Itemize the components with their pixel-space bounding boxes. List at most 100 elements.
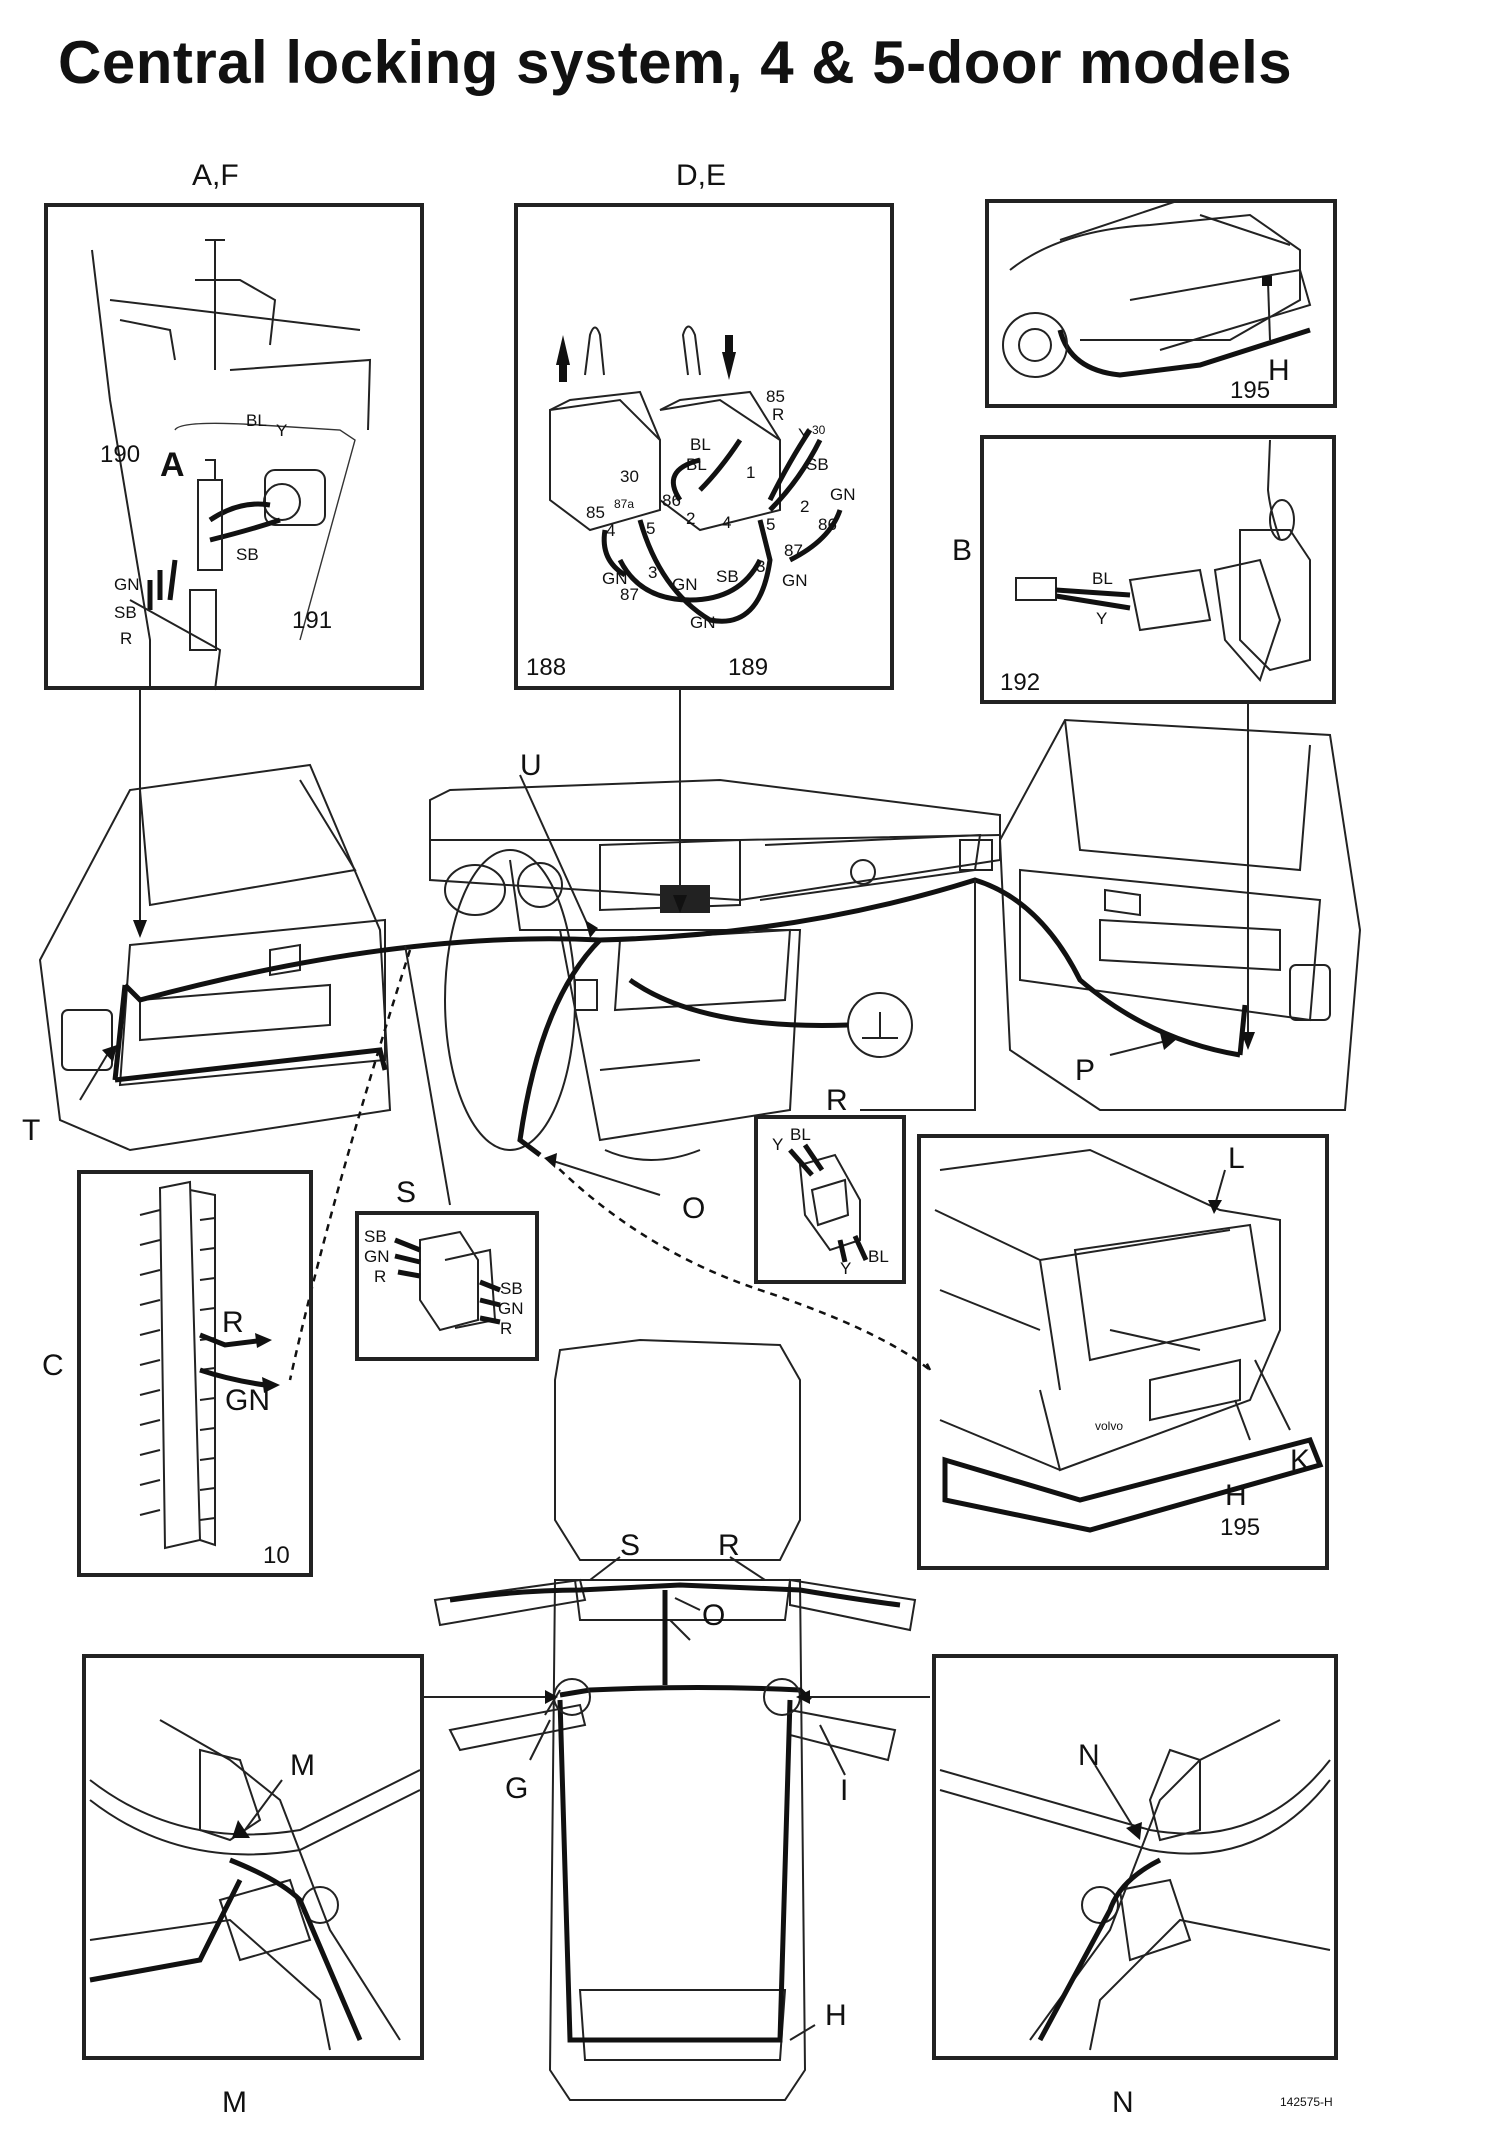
pin-4: 4	[606, 521, 615, 540]
panel-c-wire-gn: GN	[225, 1384, 270, 1417]
panel-m-caption: M	[222, 2086, 247, 2119]
panel-r-wire-bl-bottom: BL	[868, 1247, 889, 1266]
wire-r: R	[772, 405, 784, 424]
wire-gn-c: GN	[782, 571, 808, 590]
wire-bl-right: BL	[690, 435, 711, 454]
pin-85: 85	[586, 503, 605, 522]
callout-i: I	[840, 1774, 848, 1807]
callout-o-top-view: O	[702, 1599, 725, 1632]
panel-wagon-rear: volvo L K H 195	[917, 1134, 1329, 1570]
panel-c-number: 10	[263, 1542, 290, 1569]
panel-s-letter: S	[396, 1176, 416, 1209]
wire-label-bl: BL	[246, 411, 267, 430]
wire-gn-b: GN	[672, 575, 698, 594]
wire-gn-d: GN	[690, 613, 716, 632]
trunk-top-letter: H	[1268, 354, 1290, 387]
wagon-letter-h: H	[1225, 1479, 1247, 1512]
wire-30: 30	[812, 423, 826, 437]
wire-gn-right: GN	[830, 485, 856, 504]
panel-s-left-r: R	[374, 1267, 386, 1286]
panel-m: M	[82, 1654, 424, 2060]
pin-3: 3	[648, 563, 657, 582]
callout-r-top-view: R	[718, 1529, 740, 1562]
pin-5-right: 5	[766, 515, 775, 534]
wagon-letter-k: K	[1290, 1444, 1310, 1477]
dashed-wire-to-wagon	[923, 1359, 932, 1371]
panel-b-wire-y: Y	[1096, 609, 1107, 628]
wire-y: Y	[798, 425, 809, 444]
callout-s-top-view: S	[620, 1529, 640, 1562]
panel-af-letter: A	[160, 446, 185, 484]
panel-s-right-gn: GN	[498, 1299, 524, 1318]
pin-87-right: 87	[784, 541, 803, 560]
panel-c-wire-r: R	[222, 1306, 244, 1339]
wire-label-sb-lower: SB	[114, 603, 137, 622]
panel-r-wire-y-bottom: Y	[840, 1259, 851, 1278]
connector-lines	[79, 688, 1255, 1206]
panel-af-number-right: 191	[292, 607, 332, 634]
wagon-number: 195	[1220, 1514, 1260, 1541]
callout-o: O	[682, 1192, 705, 1225]
panel-trunk-top: 195 H	[985, 199, 1337, 408]
panel-b: 192 BL Y	[980, 435, 1336, 704]
panel-b-wire-bl: BL	[1092, 569, 1113, 588]
panel-s: SB GN R SB GN R	[355, 1211, 539, 1361]
panel-af-number-left: 190	[100, 441, 140, 468]
pin-1: 1	[746, 463, 755, 482]
panel-r-letter: R	[826, 1084, 848, 1117]
trunk-top-number: 195	[1230, 377, 1270, 404]
wire-sb: SB	[806, 455, 829, 474]
panel-n: N	[932, 1654, 1338, 2060]
wire-label-sb: SB	[236, 545, 259, 564]
panel-n-letter: N	[1078, 1739, 1100, 1772]
reference-code: 142575-H	[1280, 2095, 1333, 2109]
pin-30: 30	[620, 467, 639, 486]
panel-r: Y BL Y BL	[754, 1115, 906, 1284]
panel-s-left-gn: GN	[364, 1247, 390, 1266]
pin-87a: 87a	[614, 497, 634, 511]
panel-r-wire-y-top: Y	[772, 1135, 783, 1154]
panel-b-number: 192	[1000, 669, 1040, 696]
panel-b-letter: B	[952, 534, 972, 567]
wire-sb-bottom: SB	[716, 567, 739, 586]
car-top-view	[420, 1338, 930, 2101]
pin-2-right: 2	[800, 497, 809, 516]
panel-de-number-right: 189	[728, 654, 768, 681]
callout-p: P	[1075, 1054, 1095, 1087]
panel-s-right-r: R	[500, 1319, 512, 1338]
panel-de-header: D,E	[676, 159, 726, 192]
wire-label-r: R	[120, 629, 132, 648]
panel-r-wire-bl-top: BL	[790, 1125, 811, 1144]
panel-af-header: A,F	[192, 159, 239, 192]
wire-gn-a: GN	[602, 569, 628, 588]
pin-86-right: 86	[818, 515, 837, 534]
pin-4-right: 4	[722, 513, 731, 532]
panel-s-right-sb: SB	[500, 1279, 523, 1298]
pin-87-bottom: 87	[620, 585, 639, 604]
panel-de-number-left: 188	[526, 654, 566, 681]
wire-bl-left: BL	[686, 455, 707, 474]
panel-c-letter: C	[42, 1349, 64, 1382]
wagon-letter-l: L	[1228, 1142, 1245, 1175]
pin-5: 5	[646, 519, 655, 538]
callout-h-top-view: H	[825, 1999, 847, 2032]
panel-m-letter: M	[290, 1749, 315, 1782]
callout-u: U	[520, 749, 542, 782]
volvo-badge: volvo	[1095, 1419, 1123, 1433]
panel-s-left-sb: SB	[364, 1227, 387, 1246]
pin-3-right: 3	[756, 557, 765, 576]
callout-g: G	[505, 1772, 528, 1805]
panel-n-caption: N	[1112, 2086, 1134, 2119]
wire-85: 85	[766, 387, 785, 406]
panel-c: 10 R GN	[77, 1170, 313, 1577]
panel-af: 190 191 A BL Y SB GN SB R	[44, 203, 424, 691]
panel-de: 188 189 30 85 87a 86 87 5 4 2 3 87 5 4 2…	[514, 203, 894, 690]
wire-label-gn: GN	[114, 575, 140, 594]
pin-2: 2	[686, 509, 695, 528]
page-title: Central locking system, 4 & 5-door model…	[58, 29, 1293, 96]
callout-t: T	[22, 1114, 40, 1147]
wire-label-y: Y	[276, 421, 287, 440]
pin-86: 86	[662, 491, 681, 510]
front-doors-and-dashboard	[38, 718, 1362, 1381]
